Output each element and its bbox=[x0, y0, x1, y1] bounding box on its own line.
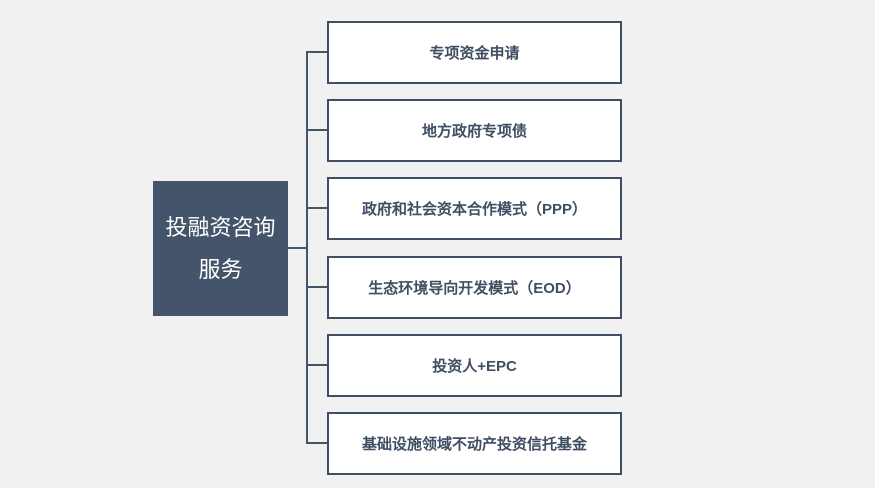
node-label: 政府和社会资本合作模式（PPP） bbox=[361, 201, 588, 218]
node-ppp-model: 政府和社会资本合作模式（PPP） bbox=[327, 177, 622, 240]
node-label: 投资人+EPC bbox=[432, 358, 517, 375]
root-node-label-line2: 服务 bbox=[198, 256, 243, 282]
root-node-label-line1: 投融资咨询 bbox=[165, 214, 276, 240]
connector-stub-4 bbox=[307, 286, 327, 288]
connector-stub-2 bbox=[307, 129, 327, 131]
node-label: 基础设施领域不动产投资信托基金 bbox=[361, 436, 587, 453]
node-label: 地方政府专项债 bbox=[421, 123, 527, 140]
node-label: 专项资金申请 bbox=[429, 45, 520, 62]
node-label: 生态环境导向开发模式（EOD） bbox=[368, 280, 581, 297]
connector-root-line bbox=[288, 247, 307, 249]
node-investor-epc: 投资人+EPC bbox=[327, 334, 622, 397]
connector-trunk bbox=[306, 51, 308, 444]
node-infrastructure-reits: 基础设施领域不动产投资信托基金 bbox=[327, 412, 622, 475]
root-node-investment-financing-consulting: 投融资咨询 服务 bbox=[153, 181, 288, 316]
connector-stub-5 bbox=[307, 364, 327, 366]
connector-stub-1 bbox=[307, 51, 327, 53]
connector-stub-6 bbox=[307, 442, 327, 444]
node-eod-model: 生态环境导向开发模式（EOD） bbox=[327, 256, 622, 319]
node-special-fund-application: 专项资金申请 bbox=[327, 21, 622, 84]
connector-stub-3 bbox=[307, 207, 327, 209]
node-local-gov-special-bonds: 地方政府专项债 bbox=[327, 99, 622, 162]
